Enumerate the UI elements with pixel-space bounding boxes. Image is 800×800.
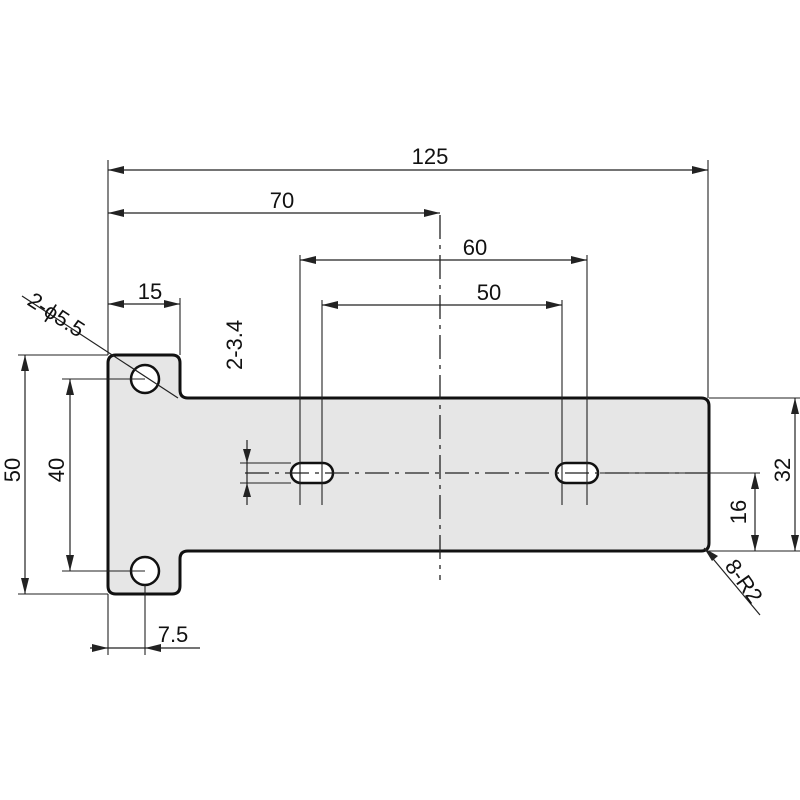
dim-corner-radius-callout: 8-R2	[720, 555, 768, 608]
dim-overall-length: 125	[412, 144, 449, 169]
dim-plate-height: 50	[0, 458, 25, 482]
dim-hole-edge-offset: 7.5	[158, 622, 189, 647]
dimension-lines	[21, 166, 799, 652]
bracket-outline	[106, 353, 711, 596]
dim-arm-height: 32	[770, 458, 795, 482]
dim-slot-inner-span: 50	[477, 280, 501, 305]
dim-tab-width: 15	[138, 279, 162, 304]
dim-slot-height-position: 16	[726, 500, 751, 524]
dim-slot-callout: 2-3.4	[222, 320, 247, 370]
dim-hole-callout: 2-ϕ5.5	[23, 287, 89, 342]
extension-lines	[18, 160, 800, 655]
dim-slot-outer-span: 60	[463, 235, 487, 260]
dim-hole-spacing: 40	[44, 458, 69, 482]
dim-center-offset: 70	[270, 188, 294, 213]
